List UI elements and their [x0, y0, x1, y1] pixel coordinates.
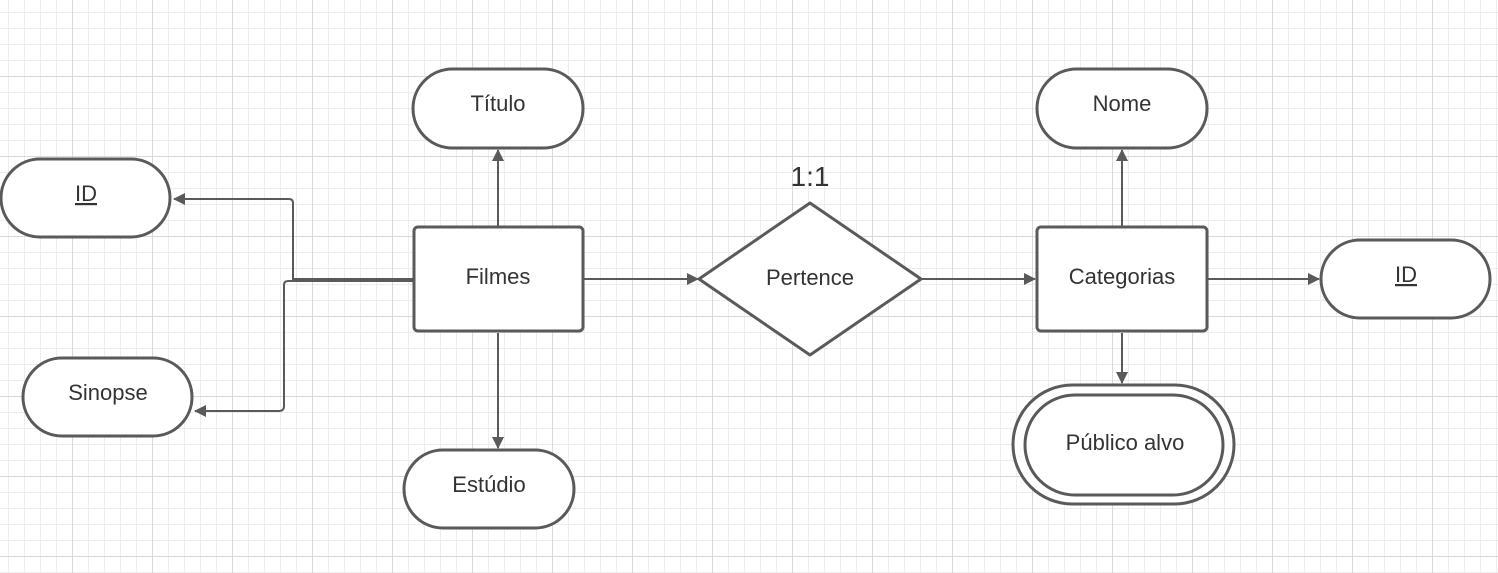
- attribute-estudio-label: Estúdio: [452, 472, 525, 497]
- connectors: [173, 149, 1320, 449]
- attribute-publico-alvo[interactable]: Público alvo: [1011, 383, 1236, 506]
- attribute-filmes-id[interactable]: ID: [0, 157, 172, 239]
- attribute-titulo[interactable]: Título: [411, 67, 585, 150]
- attribute-nome[interactable]: Nome: [1035, 67, 1209, 150]
- attribute-publico-alvo-label: Público alvo: [1066, 430, 1185, 455]
- attribute-categorias-id[interactable]: ID: [1319, 238, 1492, 320]
- attribute-estudio[interactable]: Estúdio: [402, 448, 576, 530]
- attribute-sinopse-label: Sinopse: [68, 380, 148, 405]
- relationship-pertence[interactable]: Pertence: [697, 201, 923, 357]
- entity-categorias-label: Categorias: [1069, 264, 1175, 289]
- attribute-sinopse[interactable]: Sinopse: [21, 356, 194, 438]
- attribute-titulo-label: Título: [470, 91, 525, 116]
- attribute-categorias-id-label: ID: [1395, 262, 1417, 287]
- relationship-cardinality: 1:1: [791, 161, 830, 192]
- attribute-nome-label: Nome: [1093, 91, 1152, 116]
- entity-filmes[interactable]: Filmes: [412, 225, 585, 333]
- entity-filmes-label: Filmes: [466, 264, 531, 289]
- relationship-pertence-label: Pertence: [766, 265, 854, 290]
- edge-filmes-to-sinopse: [194, 280, 413, 417]
- attribute-filmes-id-label: ID: [75, 181, 97, 206]
- edge-filmes-to-id: [173, 193, 413, 280]
- entity-categorias[interactable]: Categorias: [1035, 225, 1209, 333]
